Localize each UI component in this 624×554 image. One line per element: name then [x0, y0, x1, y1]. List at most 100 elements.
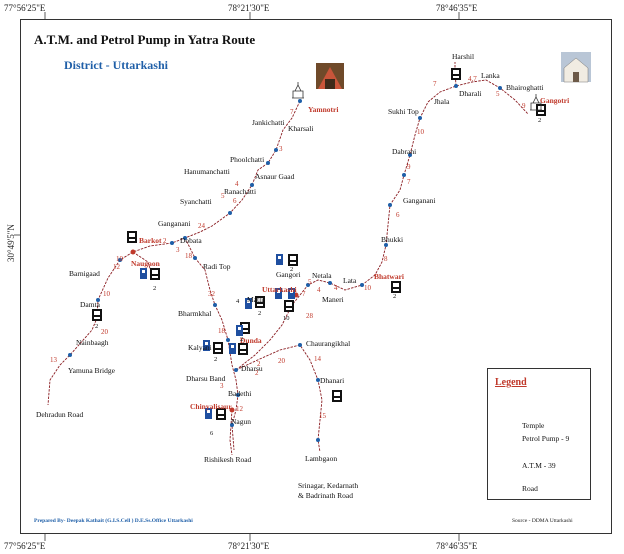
node: [498, 86, 502, 90]
distance-label: 15: [319, 412, 326, 420]
map-subtitle: District - Uttarkashi: [64, 58, 168, 72]
distance-label: 10: [103, 290, 110, 298]
atm-icon: [127, 231, 137, 243]
map-title: A.T.M. and Petrol Pump in Yatra Route: [34, 32, 256, 47]
petrol-pump-icon: [203, 340, 210, 351]
petrol-pump-icon: [205, 408, 212, 419]
place-label-dunda: Dunda: [240, 336, 262, 345]
atm-symbols: [92, 68, 546, 420]
place-label: Sukhi Top: [388, 107, 419, 116]
petrol-pump-icon: [275, 288, 282, 299]
legend-box: Legend Temple Petrol Pump - 9 A.T.M - 39…: [487, 368, 591, 500]
place-label: Ranachatti: [224, 187, 257, 196]
place-label: Jankichatti: [252, 118, 285, 127]
road-lambgaon: [235, 344, 323, 453]
atm-icon: [213, 342, 223, 354]
place-label: Nagun: [231, 417, 251, 426]
distance-label: 12: [236, 405, 243, 413]
distance-label: 18: [218, 327, 225, 335]
distance-label: 2: [257, 360, 261, 368]
node: [118, 258, 122, 262]
place-label: Syanchatti: [180, 197, 212, 206]
node: [266, 161, 270, 165]
yamunotri-photo: [316, 63, 344, 89]
atm-icon: [255, 296, 265, 308]
distance-label: 10: [116, 255, 123, 263]
coord-bottom-mid: 78°21'30"E: [228, 541, 270, 551]
count-label: 2: [214, 356, 218, 363]
distance-label: 4: [334, 284, 338, 292]
count-label: 2: [95, 323, 99, 330]
place-label: Bhukki: [381, 235, 404, 244]
node: [96, 298, 100, 302]
place-label: Dobata: [180, 236, 202, 245]
count-label: 2: [393, 293, 397, 300]
count-label: 2: [153, 285, 157, 292]
distance-label: 6: [396, 211, 400, 219]
place-label-barkot: Barkot: [139, 236, 162, 245]
place-label-bhatwari: Bhatwari: [374, 272, 404, 281]
place-label: Dabrani: [392, 147, 417, 156]
place-label: Ganganani: [158, 219, 191, 228]
place-label: Bhairoghatti: [506, 83, 544, 92]
distance-label: 32: [208, 290, 215, 298]
place-label: Maneri: [322, 295, 344, 304]
place-label: Yamuna Bridge: [68, 366, 115, 375]
legend-petrol-label: Petrol Pump - 9: [522, 434, 570, 443]
node-barkot: [130, 249, 136, 255]
petrol-pump-icon: [229, 343, 236, 354]
distance-label: 24: [198, 222, 205, 230]
place-label: Asnaur Gaad: [255, 172, 295, 181]
count-label: 10: [283, 315, 290, 322]
place-label: Barnigaad: [69, 269, 100, 278]
temple-photos: [316, 52, 591, 89]
distance-label: 2: [255, 369, 259, 377]
node: [298, 343, 302, 347]
node: [213, 303, 217, 307]
coord-top-left: 77°56'25"E: [4, 3, 46, 13]
place-label: Chaurangikhal: [306, 339, 351, 348]
place-label: Harshil: [452, 52, 475, 61]
place-label: & Badrinath Road: [298, 491, 353, 500]
atm-icon: [332, 390, 342, 402]
distance-label: 12: [113, 263, 120, 271]
gangotri-photo: [561, 52, 591, 83]
node: [328, 281, 332, 285]
node: [384, 243, 388, 247]
distance-label: 20: [101, 328, 108, 336]
node-chinyalisaur: [229, 407, 235, 413]
road-gangotri-upper: [427, 79, 529, 115]
map-frame: [20, 19, 612, 534]
coord-left-lat: 30°49'5"N: [6, 224, 16, 262]
place-label-gangotri: Gangotri: [540, 96, 570, 105]
legend-title: Legend: [495, 377, 527, 388]
place-label: Nainbaagh: [76, 338, 109, 347]
distance-label: 7: [302, 290, 306, 298]
place-label: Dharsu: [241, 364, 263, 373]
distance-label: 7: [407, 178, 411, 186]
node: [183, 236, 187, 240]
coord-top-right: 78°46'35"E: [436, 3, 478, 13]
distance-label: 4.7: [468, 75, 477, 83]
coord-top-mid: 78°21'30"E: [228, 3, 270, 13]
atm-icon: [238, 343, 248, 355]
distance-label: 4: [235, 180, 239, 188]
place-label: Dharali: [459, 89, 482, 98]
node: [68, 353, 72, 357]
node: [230, 423, 234, 427]
node: [402, 173, 406, 177]
atm-icon: [284, 300, 294, 312]
distance-label: 5: [308, 278, 312, 286]
place-label: Matli: [247, 295, 264, 304]
distance-label: 10: [364, 284, 371, 292]
atm-icon: [240, 322, 250, 334]
node: [408, 153, 412, 157]
node: [418, 116, 422, 120]
node: [274, 148, 278, 152]
atm-icon: [288, 254, 298, 266]
node: [234, 368, 238, 372]
atm-icon: [216, 408, 226, 420]
place-label: Ganganani: [403, 196, 436, 205]
distance-label: 28: [306, 312, 313, 320]
atm-icon: [451, 68, 461, 80]
